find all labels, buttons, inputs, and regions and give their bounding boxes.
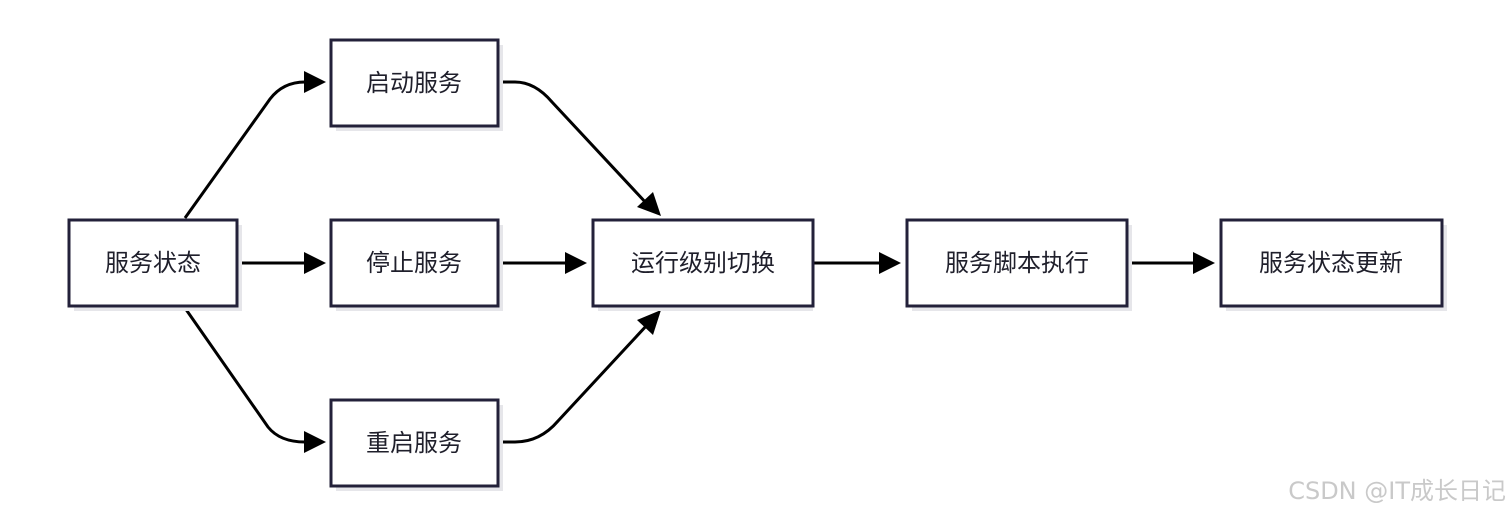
arrow-script-to-update [1193, 252, 1215, 274]
arrow-restart-to-runlevel [637, 310, 661, 335]
arrow-to-start [304, 71, 326, 93]
edge-start-to-runlevel [498, 80, 650, 207]
arrow-start-to-runlevel [637, 192, 661, 216]
edges [183, 71, 1215, 453]
node-label-restart-service: 重启服务 [366, 429, 462, 457]
node-start-service: 启动服务 [329, 38, 503, 131]
arrow-to-restart [304, 431, 326, 453]
node-restart-service: 重启服务 [329, 398, 503, 491]
node-runlevel-switch: 运行级别切换 [591, 218, 815, 311]
node-service-script-exec: 服务脚本执行 [905, 218, 1132, 311]
arrow-stop-to-runlevel [565, 252, 587, 274]
edge-status-to-restart [183, 307, 306, 444]
node-service-status-update: 服务状态更新 [1219, 218, 1447, 311]
node-label-start-service: 启动服务 [366, 69, 462, 97]
edge-status-to-start [183, 80, 306, 219]
arrow-runlevel-to-script [879, 252, 901, 274]
node-label-service-status-update: 服务状态更新 [1259, 249, 1403, 277]
node-stop-service: 停止服务 [329, 218, 503, 311]
arrow-to-stop [304, 252, 326, 274]
watermark: CSDN @IT成长日记 [1288, 477, 1506, 505]
node-label-service-script-exec: 服务脚本执行 [945, 249, 1089, 277]
node-label-runlevel-switch: 运行级别切换 [631, 249, 775, 277]
node-service-status: 服务状态 [67, 218, 242, 311]
edge-restart-to-runlevel [498, 322, 650, 444]
node-label-stop-service: 停止服务 [366, 249, 462, 277]
node-label-service-status: 服务状态 [105, 249, 201, 277]
